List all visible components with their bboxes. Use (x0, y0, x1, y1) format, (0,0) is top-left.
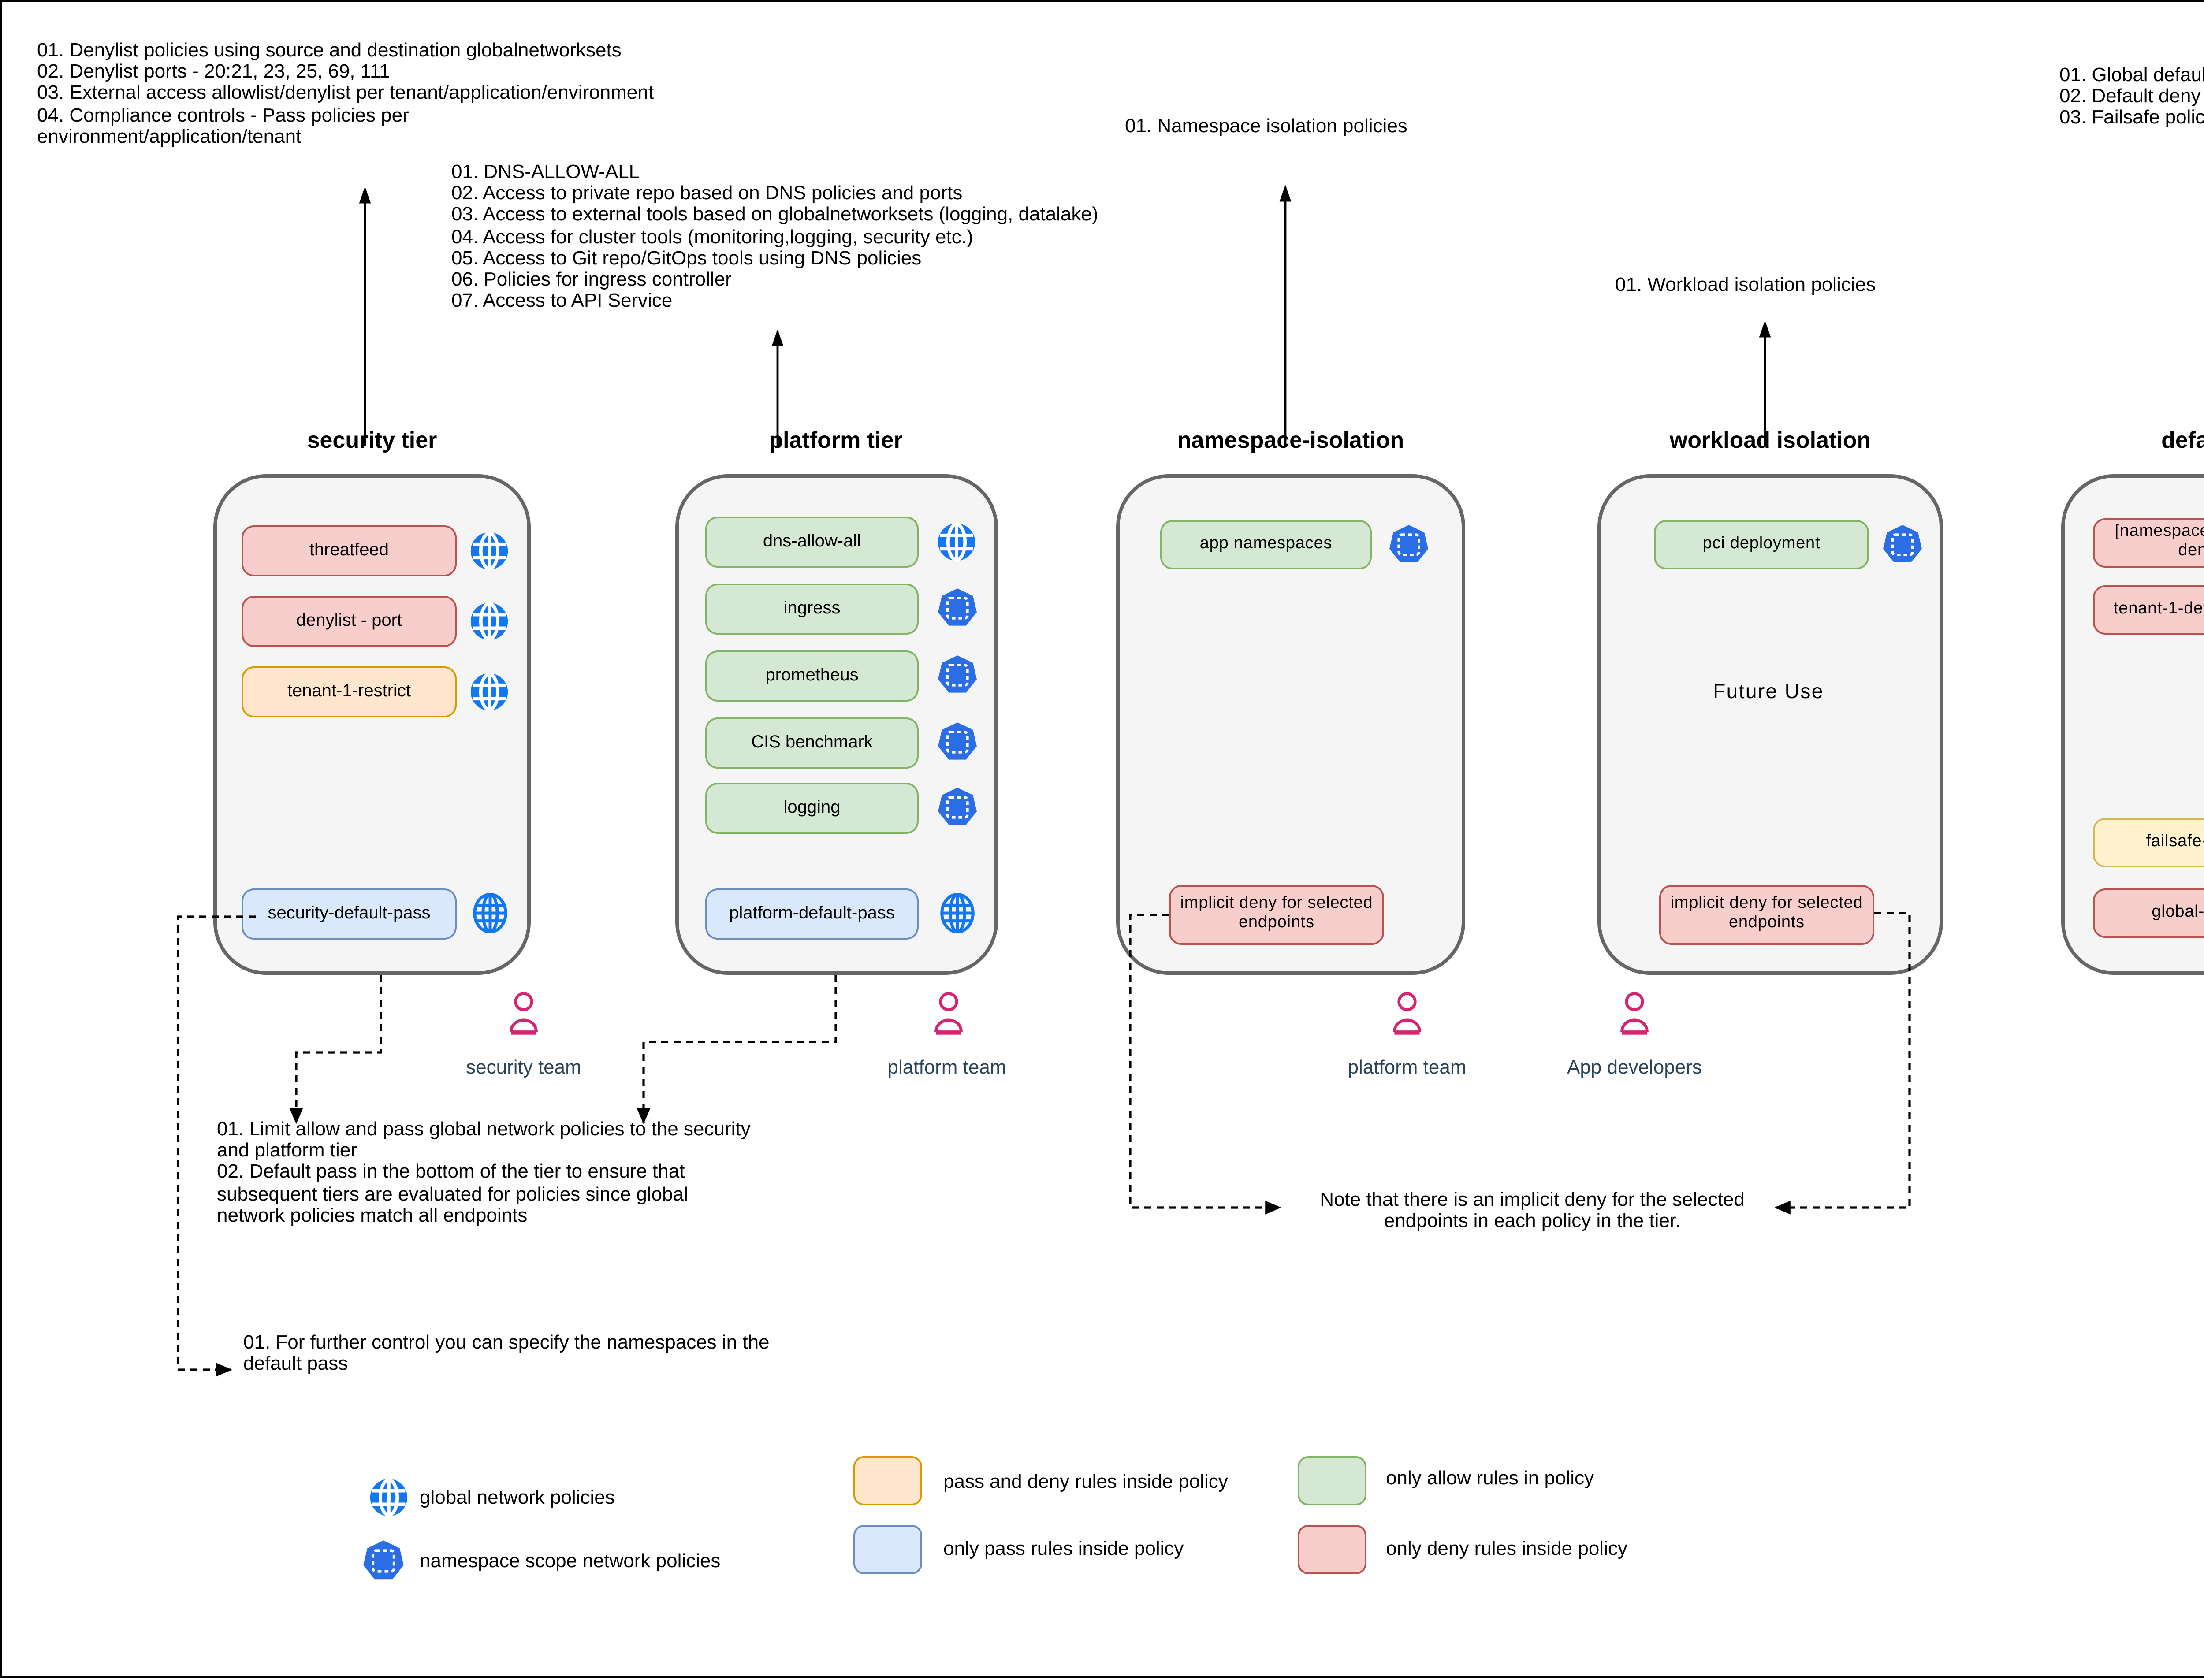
platform-tier-title: platform tier (769, 427, 903, 453)
person-icon (1615, 991, 1654, 1037)
namespace-tier-note: 01. Namespace isolation policies (1125, 116, 1407, 138)
policy-pci-deployment: pci deployment (1654, 520, 1869, 569)
namespace-scope-policy-icon (1388, 524, 1430, 566)
workload-isolation-tier-title: workload isolation (1669, 427, 1871, 453)
platform-team-label: platform team (887, 1058, 1006, 1079)
policy-prometheus: prometheus (705, 650, 919, 702)
policy-dns-allow-all: dns-allow-all (705, 517, 919, 568)
security-team-label: security team (466, 1058, 581, 1079)
platform-tier-to-pass-limit-connector (637, 975, 837, 1124)
legend-namespace-label: namespace scope network policies (420, 1551, 721, 1572)
app-developers-label: App developers (1567, 1058, 1702, 1079)
namespace-scope-policy-icon (936, 654, 979, 696)
global-network-policy-icon (469, 531, 510, 571)
policy-namespace-implicit-deny: implicit deny for selected endpoints (1169, 885, 1384, 945)
policy-denylist-port: denylist - port (242, 596, 457, 647)
policy-ingress: ingress (705, 584, 919, 635)
policy-security-default-pass: security-default-pass (242, 888, 457, 940)
future-use-label: Future Use (1713, 682, 1824, 703)
global-network-policy-icon (938, 890, 977, 936)
legend-pass-deny-label: pass and deny rules inside policy (943, 1472, 1228, 1493)
global-network-policy-icon (469, 601, 510, 642)
namespace-isolation-tier-title: namespace-isolation (1177, 427, 1404, 453)
security-tier-to-pass-limit-connector (289, 975, 382, 1124)
workload-tier-note: 01. Workload isolation policies (1615, 275, 1876, 296)
person-icon (1388, 991, 1426, 1037)
platform-team-label: platform team (1348, 1058, 1467, 1079)
global-network-policy-icon (369, 1477, 409, 1518)
security-tier-title: security tier (307, 427, 437, 453)
platform-tier-note: 01. DNS-ALLOW-ALL 02. Access to private … (451, 162, 1098, 312)
legend-pass-deny-swatch (853, 1456, 922, 1505)
legend-allow-label: only allow rules in policy (1386, 1468, 1594, 1490)
legend-global-label: global network policies (420, 1488, 615, 1509)
global-network-policy-icon (469, 672, 510, 712)
policy-namespace-default-deny: [namespace]-default-deny (2093, 518, 2204, 568)
global-network-policy-icon (936, 522, 977, 562)
namespace-scope-policy-icon (936, 587, 979, 629)
policy-tenant-1-restrict: tenant-1-restrict (242, 666, 457, 717)
namespace-scope-policy-icon (936, 721, 979, 763)
policy-cis-benchmark: CIS benchmark (705, 717, 919, 769)
implicit-deny-note: Note that there is an implicit deny for … (1320, 1190, 1745, 1233)
policy-app-namespaces: app namespaces (1160, 520, 1372, 569)
person-icon (504, 991, 543, 1037)
policy-global-deny: global-deny (2093, 888, 2204, 938)
default-tier-note: 01. Global default deny 02. Default deny… (2059, 65, 2204, 130)
namespace-scope-policy-icon (361, 1539, 406, 1583)
legend-pass-swatch (853, 1525, 922, 1574)
legend-pass-label: only pass rules inside policy (943, 1539, 1184, 1560)
policy-workload-implicit-deny: implicit deny for selected endpoints (1659, 885, 1874, 945)
default-tier-title: default tier (2161, 427, 2204, 453)
person-icon (929, 991, 968, 1037)
namespace-scope-policy-icon (936, 786, 979, 829)
policy-threatfeed: threatfeed (242, 525, 457, 576)
policy-failsafe-allow: failsafe-allow (2093, 818, 2204, 867)
legend-deny-label: only deny rules inside policy (1386, 1539, 1627, 1560)
further-control-note: 01. For further control you can specify … (243, 1333, 770, 1375)
namespace-scope-policy-icon (1881, 524, 1924, 566)
pass-limit-note: 01. Limit allow and pass global network … (217, 1119, 751, 1227)
policy-tenant-1-default-deny: tenant-1-default-deny (2093, 585, 2204, 635)
global-network-policy-icon (471, 890, 510, 936)
legend-deny-swatch (1298, 1525, 1366, 1574)
security-tier-note: 01. Denylist policies using source and d… (37, 41, 654, 148)
legend-allow-swatch (1298, 1456, 1366, 1505)
policy-logging: logging (705, 783, 919, 834)
policy-platform-default-pass: platform-default-pass (705, 888, 919, 940)
